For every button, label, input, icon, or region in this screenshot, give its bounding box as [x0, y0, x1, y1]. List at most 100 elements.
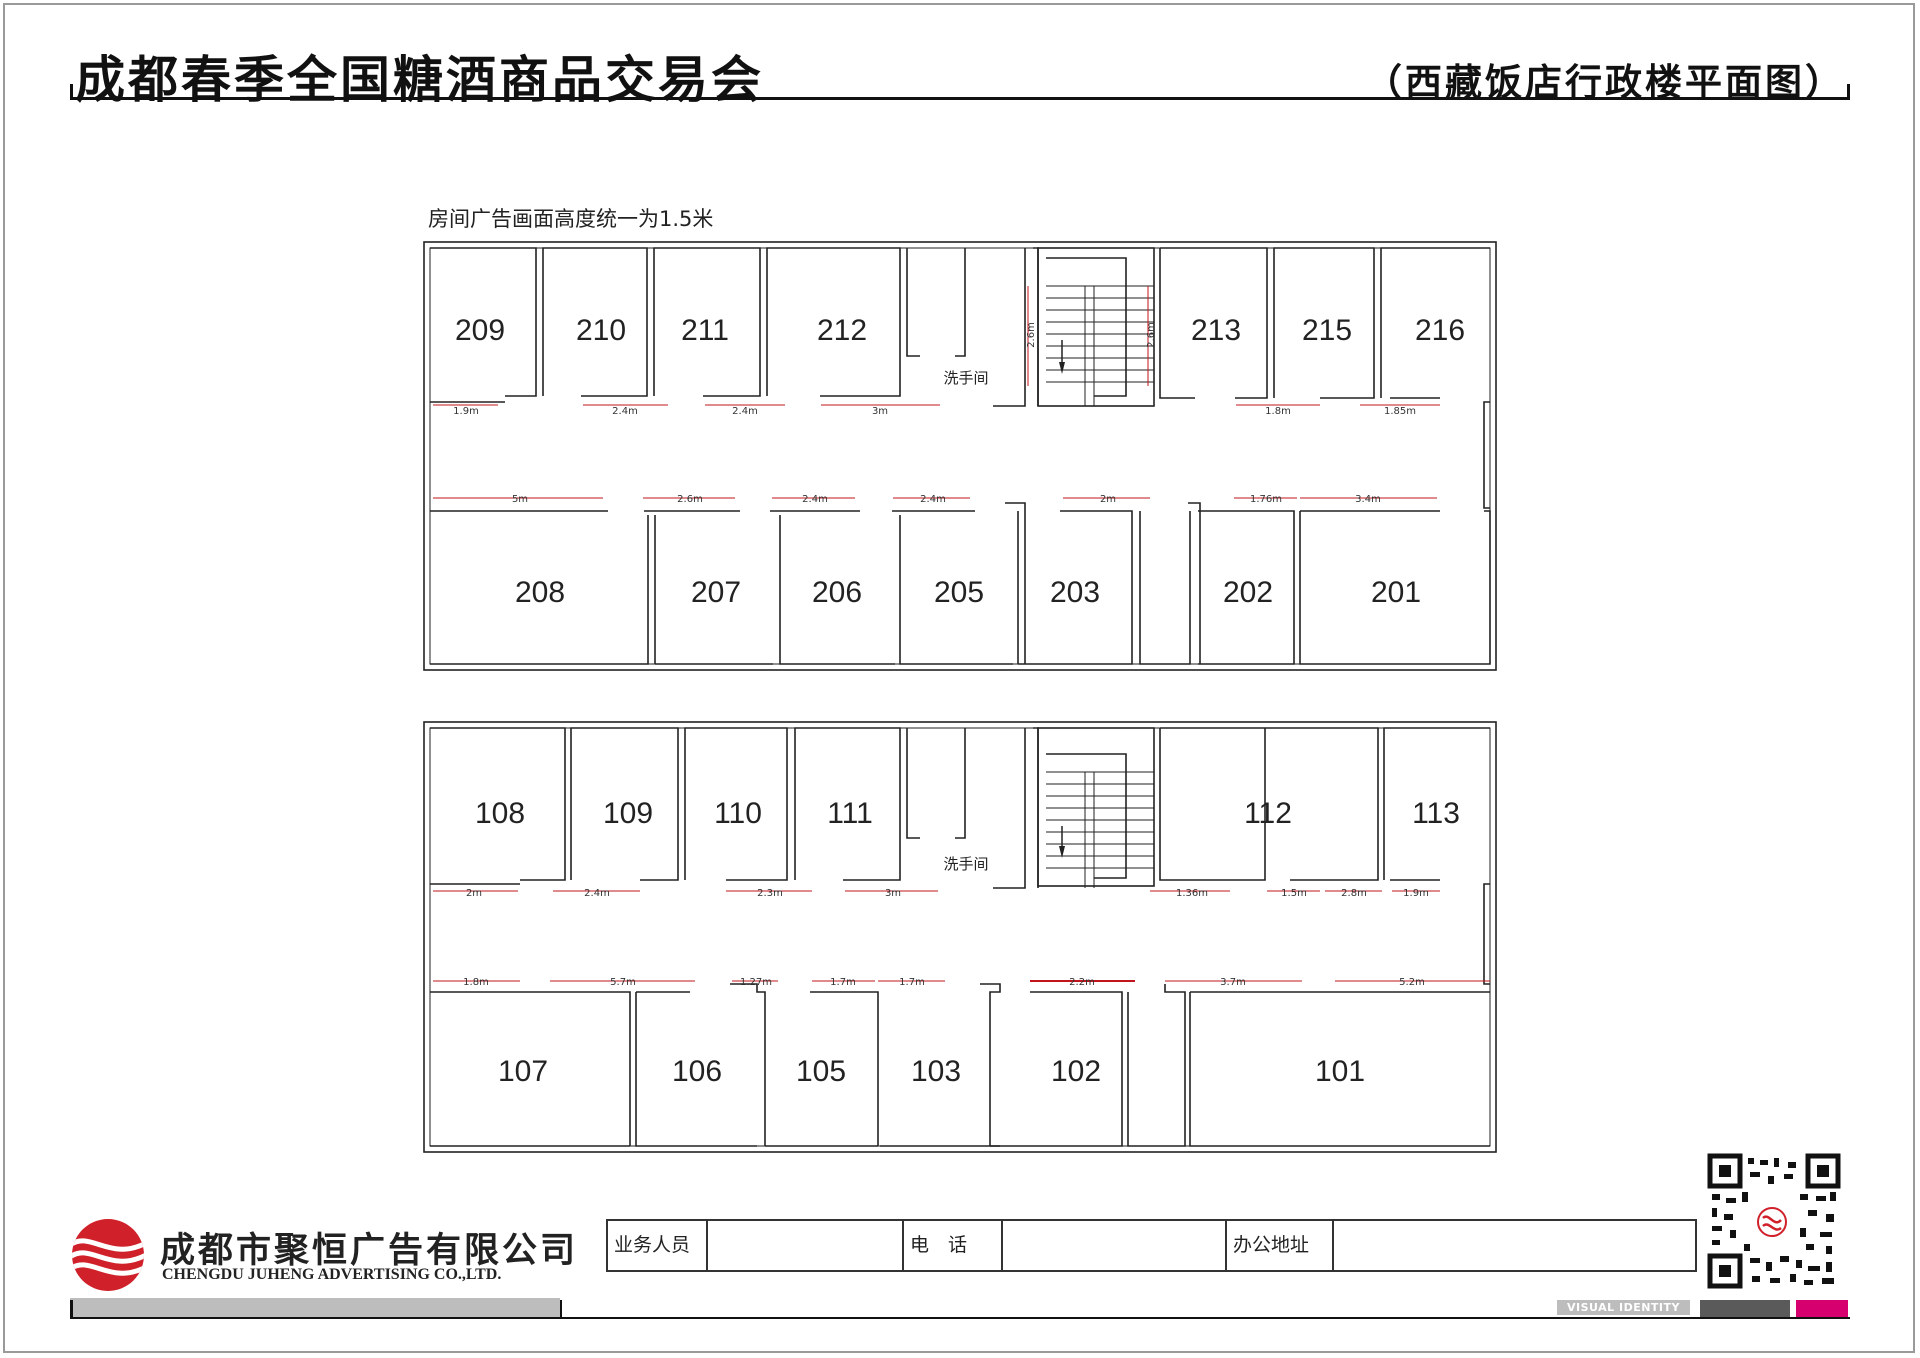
floor-2-room-labels: 209 210 211 212 213 215 216 208 207 206 …	[455, 314, 1465, 609]
room-211-wall	[653, 247, 761, 397]
floor-1-plan	[423, 721, 1497, 1153]
phone-field[interactable]	[1003, 1221, 1225, 1270]
dim-label: 2.4m	[612, 406, 638, 417]
dim-label: 2.6m	[677, 494, 703, 505]
dim-label: 2.4m	[584, 888, 610, 899]
room-113-label: 113	[1412, 797, 1460, 830]
header-rule	[70, 97, 1850, 100]
stair-1-landing	[1046, 753, 1127, 879]
header-rule-right-tick	[1847, 84, 1850, 100]
sales-label: 业务人员	[614, 1234, 691, 1256]
room-110-label: 110	[714, 797, 762, 830]
room-212-label: 212	[817, 314, 867, 347]
height-note: 房间广告画面高度统一为1.5米	[428, 207, 714, 231]
dim-label: 1.36m	[1176, 888, 1208, 899]
room-208-wall	[430, 510, 649, 665]
dim-label: 3m	[885, 888, 901, 899]
room-109-label: 109	[603, 797, 653, 830]
room-101-label: 101	[1315, 1055, 1365, 1088]
company-name-en: CHENGDU JUHENG ADVERTISING CO.,LTD.	[162, 1266, 502, 1283]
dim-label: 2.6m	[1026, 322, 1037, 348]
dim-label: 2.4m	[920, 494, 946, 505]
dim-label: 1.8m	[463, 977, 489, 988]
room-202-wall	[1198, 510, 1295, 665]
dim-label: 3.7m	[1220, 977, 1246, 988]
dim-label: 1.9m	[453, 406, 479, 417]
dim-label: 5.7m	[610, 977, 636, 988]
dim-label: 5.2m	[1399, 977, 1425, 988]
company-logo-icon	[72, 1219, 144, 1291]
dim-label: 1.76m	[1250, 494, 1282, 505]
stair-2-treads	[1046, 285, 1154, 406]
room-111-label: 111	[827, 797, 873, 830]
room-106-wall	[635, 991, 757, 1147]
room-207-label: 207	[691, 576, 741, 609]
stair-2	[1037, 247, 1155, 407]
room-102-wall	[980, 983, 1123, 1147]
room-109-wall	[570, 727, 679, 881]
dim-label: 2.2m	[1069, 977, 1095, 988]
floor-2-dimensions	[433, 286, 1440, 499]
corridor-1-passage	[1127, 984, 1186, 1147]
room-210-wall	[542, 247, 648, 397]
room-101-wall	[1189, 991, 1490, 1147]
stair-2-landing	[1046, 257, 1127, 397]
room-201-label: 201	[1371, 576, 1421, 609]
room-206-label: 206	[812, 576, 862, 609]
room-213-label: 213	[1191, 314, 1241, 347]
dim-label: 2.4m	[732, 406, 758, 417]
company-name-cn: 成都市聚恒广告有限公司	[160, 1231, 579, 1271]
floor-1-dimensions	[433, 890, 1490, 982]
stair-1	[1037, 727, 1155, 887]
room-103-label: 103	[911, 1055, 961, 1088]
room-205-label: 205	[934, 576, 984, 609]
stair-2-arrow-icon	[1059, 362, 1065, 374]
room-211-label: 211	[681, 314, 729, 347]
room-205-wall	[892, 510, 1013, 665]
dim-label: 1.85m	[1384, 406, 1416, 417]
room-113-wall	[1383, 727, 1490, 881]
room-112-label: 112	[1244, 797, 1292, 830]
room-215-label: 215	[1302, 314, 1352, 347]
room-209-wall	[430, 247, 537, 397]
room-215-wall	[1273, 247, 1375, 399]
room-212-wall	[766, 247, 901, 397]
visual-identity-tag: VISUAL IDENTITY	[1557, 1300, 1690, 1315]
address-label: 办公地址	[1233, 1234, 1310, 1256]
room-209-label: 209	[455, 314, 505, 347]
room-206-wall	[770, 510, 895, 665]
room-202-label: 202	[1223, 576, 1273, 609]
room-207-wall	[644, 510, 773, 665]
header-rule-left-tick	[70, 84, 73, 100]
room-216-label: 216	[1415, 314, 1465, 347]
room-203-label: 203	[1050, 576, 1100, 609]
washroom-1-wall	[906, 728, 1026, 889]
qr-code-icon	[1707, 1153, 1841, 1289]
room-201-wall	[1299, 510, 1491, 665]
room-110-wall	[684, 727, 788, 881]
page-subtitle: （西藏饭店行政楼平面图）	[1365, 61, 1845, 104]
floor-1-dimension-labels: 2m 2.4m 2.3m 3m 1.36m 1.5m 2.8m 1.9m 1.8…	[463, 888, 1429, 988]
page-frame	[3, 3, 1915, 1353]
room-102-label: 102	[1051, 1055, 1101, 1088]
dim-label: 1.7m	[830, 977, 856, 988]
footer-rules	[70, 1298, 1850, 1319]
address-field[interactable]	[1334, 1221, 1695, 1270]
washroom-2-wall	[906, 248, 1026, 407]
dim-label: 2.6m	[1146, 322, 1157, 348]
washroom-2-label: 洗手间	[943, 369, 988, 387]
floor-2-plan	[423, 241, 1497, 671]
dim-label: 1.27m	[740, 977, 772, 988]
contact-form: 业务人员 电 话 办公地址	[606, 1219, 1697, 1272]
corridor-2-passage	[1139, 502, 1201, 665]
room-208-label: 208	[515, 576, 565, 609]
washroom-1-label: 洗手间	[943, 855, 988, 873]
room-112-wall	[1159, 727, 1379, 881]
floor-2-dimension-labels: 1.9m 2.4m 2.4m 3m 1.8m 1.85m 5m 2.6m 2.4…	[453, 322, 1416, 505]
dim-label: 1.7m	[899, 977, 925, 988]
sales-field[interactable]	[708, 1221, 902, 1270]
room-108-wall	[430, 727, 566, 881]
room-105-wall	[730, 983, 878, 1147]
room-103-wall	[810, 991, 1000, 1147]
room-203-wall	[1005, 502, 1133, 665]
